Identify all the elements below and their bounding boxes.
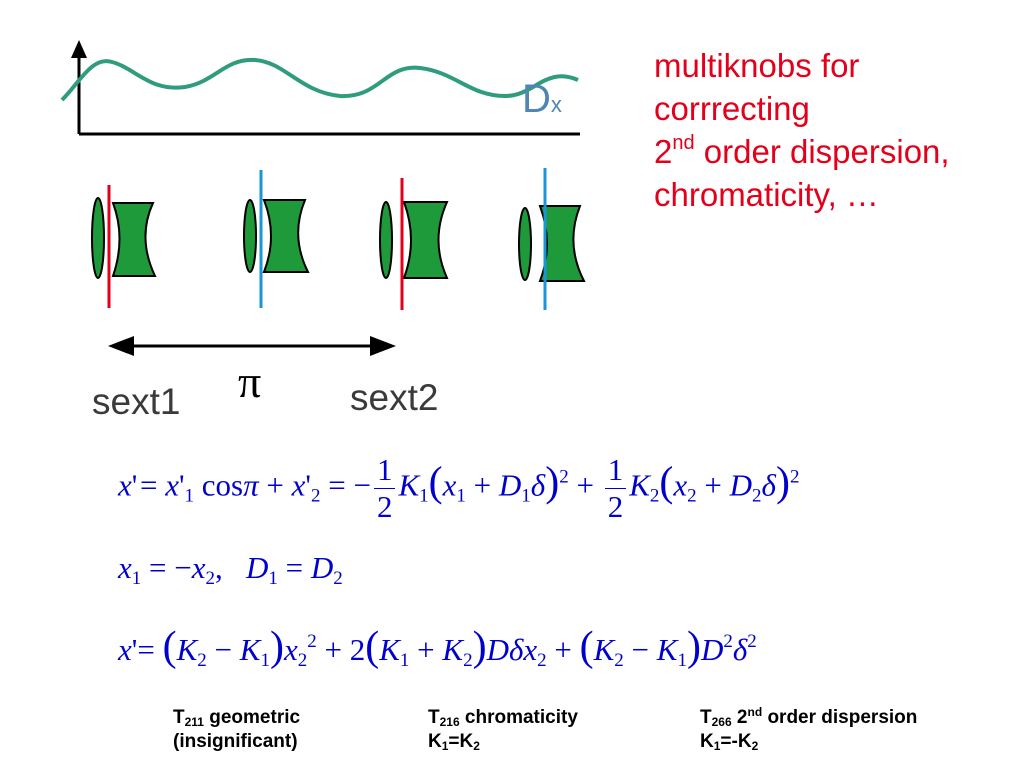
defocusing-lens — [262, 199, 310, 273]
curve-label: Dx — [522, 77, 562, 121]
note-line: 2nd order dispersion, — [654, 132, 950, 170]
phase-arrowhead-left — [108, 336, 134, 356]
caption-dispersion: T266 2nd order dispersion K1=-K2 — [700, 705, 918, 753]
defocusing-lens — [538, 205, 586, 282]
defocusing-lens — [402, 201, 449, 279]
note-line: chromaticity, … — [654, 176, 879, 213]
sextupole-diagram: Dx π sext1 sext2 — [60, 40, 586, 422]
equation-result: x'= (K2 − K1)x22 + 2(K1 + K2)Dδx2 + (K2 … — [118, 624, 757, 671]
y-axis-arrowhead — [71, 40, 87, 58]
caption-chromaticity: T216 chromaticity K1=K2 — [428, 707, 578, 753]
focusing-lens — [243, 199, 257, 273]
phase-label: π — [238, 356, 261, 407]
phase-arrowhead-right — [370, 336, 396, 356]
dispersion-curve — [60, 57, 579, 102]
sext2-label: sext2 — [350, 377, 438, 418]
multiknob-note: multiknobs for corrrecting 2nd order dis… — [654, 44, 950, 216]
focusing-lens — [91, 197, 105, 279]
note-line: corrrecting — [654, 90, 810, 127]
focusing-lens — [379, 201, 393, 279]
focusing-lens — [518, 207, 532, 281]
equation-conditions: x1 = −x2, D1 = D2 — [118, 550, 343, 589]
caption-geometric: T211 geometric (insignificant) — [173, 707, 301, 752]
sext1-label: sext1 — [92, 381, 180, 422]
note-line: multiknobs for — [654, 47, 860, 84]
defocusing-lens — [111, 202, 157, 277]
